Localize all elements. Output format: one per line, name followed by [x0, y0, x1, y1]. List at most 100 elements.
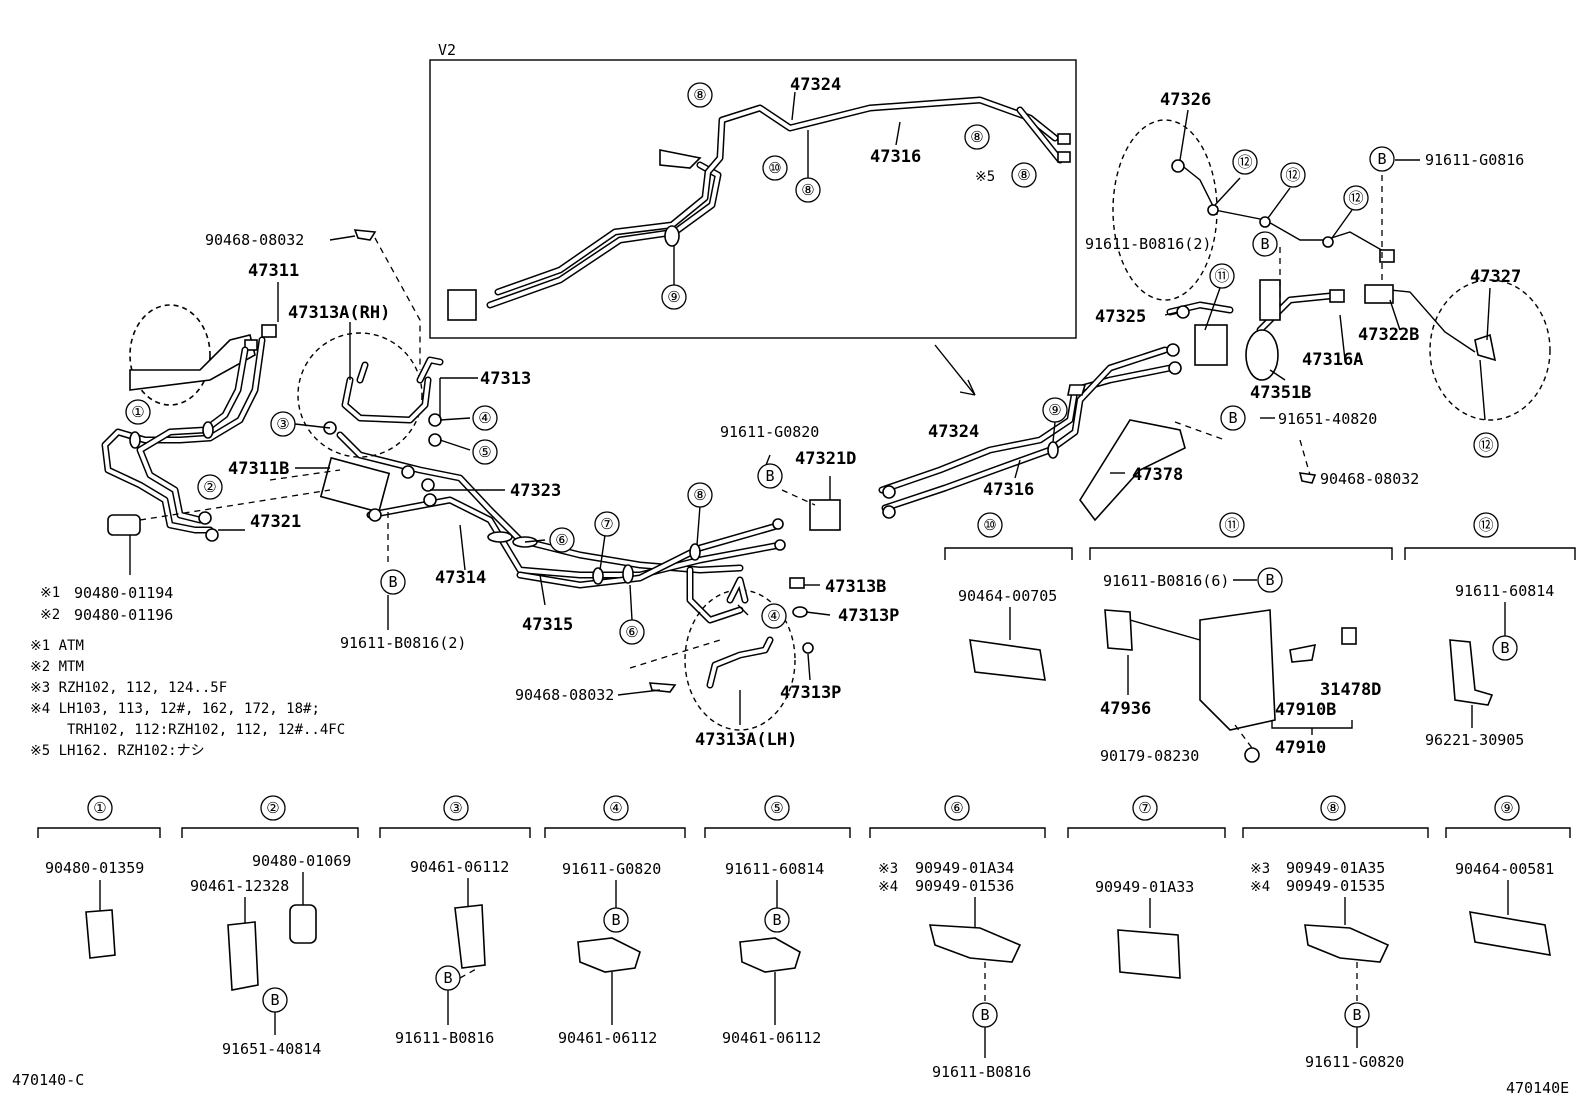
label-90949-01536: 90949-01536 [915, 877, 1014, 895]
rh-hose [297, 332, 444, 458]
label-90468-08032-c: 90468-08032 [515, 686, 614, 704]
note-1: ※1 ATM [30, 638, 84, 654]
svg-text:B: B [270, 991, 279, 1009]
label-47321: 47321 [250, 512, 301, 532]
note-mark-5: ※5 [975, 169, 995, 185]
svg-text:④: ④ [767, 607, 780, 625]
label-47322b: 47322B [1358, 325, 1419, 345]
svg-text:⑧: ⑧ [693, 486, 706, 504]
note-mark-3-b: ※3 [1250, 861, 1270, 877]
svg-text:B: B [1500, 639, 1509, 657]
label-91611-b0816-c: 91611-B0816 [395, 1029, 494, 1047]
detail-row: ① ② ③ ④ ⑤ ⑥ ⑦ ⑧ ⑨ 90480-01359 90480-0106… [37, 795, 1571, 1081]
detail-group-12: ⑫ 91611-60814 B 96221-30905 [1404, 512, 1576, 749]
master-cylinder [129, 304, 277, 406]
svg-text:B: B [1377, 150, 1386, 168]
svg-text:B: B [611, 911, 620, 929]
label-47316a-right: 47316A [1302, 350, 1363, 370]
label-91651-40814: 91651-40814 [222, 1040, 321, 1058]
svg-text:⑪: ⑪ [1224, 516, 1239, 534]
label-90480-01194: 90480-01194 [74, 584, 173, 602]
note-5: ※5 LH162. RZH102:ナシ [30, 743, 205, 759]
label-47313b: 47313B [825, 577, 886, 597]
label-47314: 47314 [435, 568, 486, 588]
label-47325: 47325 [1095, 307, 1146, 327]
note-mark-4-a: ※4 [878, 879, 898, 895]
label-47910: 47910 [1275, 738, 1326, 758]
label-47326: 47326 [1160, 90, 1211, 110]
label-90461-06112-a: 90461-06112 [410, 858, 509, 876]
svg-text:⑫: ⑫ [1478, 436, 1493, 454]
svg-text:⑫: ⑫ [1237, 153, 1252, 171]
svg-text:②: ② [203, 478, 216, 496]
lh-hose [684, 576, 796, 731]
label-90464-00581: 90464-00581 [1455, 860, 1554, 878]
label-90461-12328: 90461-12328 [190, 877, 289, 895]
svg-text:B: B [1228, 409, 1237, 427]
svg-text:③: ③ [276, 415, 289, 433]
label-90949-01535: 90949-01535 [1286, 877, 1385, 895]
note-3: ※3 RZH102, 112, 124..5F [30, 680, 227, 696]
svg-text:⑫: ⑫ [1348, 189, 1363, 207]
right-parts [882, 159, 1497, 522]
label-91611-b0816-d: 91611-B0816 [932, 1063, 1031, 1081]
label-90949-01a33: 90949-01A33 [1095, 878, 1194, 896]
label-90464-00705: 90464-00705 [958, 587, 1057, 605]
label-47321d: 47321D [795, 449, 856, 469]
note-4b: TRH102, 112:RZH102, 112, 12#..4FC [67, 722, 345, 738]
svg-text:⑫: ⑫ [1285, 166, 1300, 184]
label-47351b: 47351B [1250, 383, 1311, 403]
label-91611-b0816-2-b: 91611-B0816(2) [340, 634, 466, 652]
note-mark-3-a: ※3 [878, 861, 898, 877]
label-90480-01069: 90480-01069 [252, 852, 351, 870]
label-90461-06112-b: 90461-06112 [558, 1029, 657, 1047]
detail-group-11: ⑪ 91611-B0816(6) B 47936 47910B 31478D 4… [1089, 512, 1393, 765]
svg-text:④: ④ [609, 799, 622, 817]
svg-text:⑨: ⑨ [1500, 799, 1513, 817]
label-47378: 47378 [1132, 465, 1183, 485]
label-47324-inset: 47324 [790, 75, 841, 95]
inset-title: V2 [438, 41, 456, 59]
svg-text:⑥: ⑥ [555, 531, 568, 549]
label-96221-30905: 96221-30905 [1425, 731, 1524, 749]
svg-text:⑧: ⑧ [1017, 166, 1030, 184]
svg-text:④: ④ [478, 409, 491, 427]
leaders-left [129, 235, 831, 725]
svg-text:⑨: ⑨ [1048, 401, 1061, 419]
svg-text:⑨: ⑨ [667, 288, 680, 306]
svg-text:⑧: ⑧ [693, 86, 706, 104]
label-47313a-lh: 47313A(LH) [695, 730, 797, 750]
svg-text:⑧: ⑧ [801, 181, 814, 199]
note-mark-2: ※2 [40, 607, 60, 623]
svg-text:B: B [1260, 235, 1269, 253]
label-90468-08032-b: 90468-08032 [1320, 470, 1419, 488]
svg-text:⑤: ⑤ [770, 799, 783, 817]
svg-text:⑥: ⑥ [950, 799, 963, 817]
svg-text:B: B [443, 969, 452, 987]
label-47313p-b: 47313P [780, 683, 841, 703]
label-91611-g0816: 91611-G0816 [1425, 151, 1524, 169]
svg-text:B: B [980, 1006, 989, 1024]
svg-text:B: B [765, 467, 774, 485]
label-47327: 47327 [1470, 267, 1521, 287]
note-mark-1: ※1 [40, 585, 60, 601]
svg-text:⑥: ⑥ [625, 623, 638, 641]
svg-text:B: B [388, 573, 397, 591]
leaders-right [1014, 109, 1491, 479]
label-90949-01a35: 90949-01A35 [1286, 859, 1385, 877]
label-47910b: 47910B [1275, 700, 1336, 720]
label-91651-40820: 91651-40820 [1278, 410, 1377, 428]
dashed-leaders-left [139, 237, 816, 669]
label-47323: 47323 [510, 481, 561, 501]
footer-code-left: 470140-C [12, 1071, 84, 1089]
label-90179-08230: 90179-08230 [1100, 747, 1199, 765]
label-47324-main: 47324 [928, 422, 979, 442]
label-91611-b0816-6: 91611-B0816(6) [1103, 572, 1229, 590]
label-90949-01a34: 90949-01A34 [915, 859, 1014, 877]
inset-frame [429, 59, 1077, 339]
label-90480-01196: 90480-01196 [74, 606, 173, 624]
label-91611-b0816-2-a: 91611-B0816(2) [1085, 235, 1211, 253]
label-47313a-rh: 47313A(RH) [288, 303, 390, 323]
label-91611-g0820-b: 91611-G0820 [562, 860, 661, 878]
